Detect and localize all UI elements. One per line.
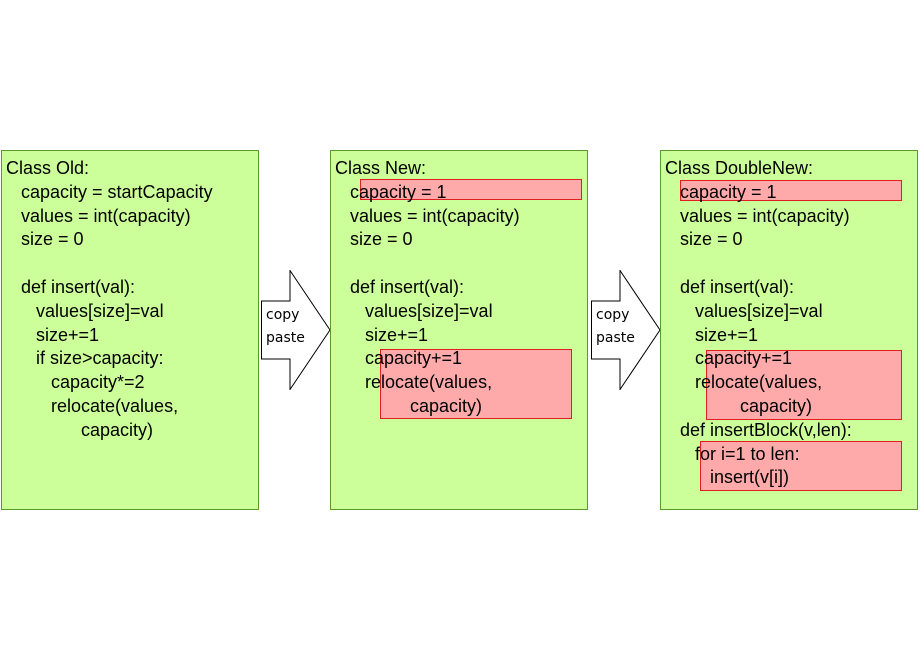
highlight-capacity-init <box>360 179 582 200</box>
code-block-new: Class New: capacity = 1 values = int(cap… <box>335 157 520 419</box>
arrow-right-icon <box>591 270 661 390</box>
highlight-insert-changes <box>706 350 902 420</box>
code-line: for i=1 to len: <box>665 443 800 464</box>
code-panel-doublenew: Class DoubleNew: capacity = 1 values = i… <box>660 150 918 510</box>
code-line: relocate(values, <box>665 372 823 393</box>
code-line: def insertBlock(v,len): <box>665 419 852 440</box>
code-line: capacity = startCapacity <box>6 181 213 202</box>
code-line: capacity+=1 <box>335 348 463 369</box>
code-line <box>665 252 852 276</box>
code-line: size = 0 <box>335 229 413 250</box>
code-line: size+=1 <box>665 324 759 345</box>
highlight-insert-changes <box>380 349 572 419</box>
arrow-label: copy paste <box>266 304 305 350</box>
arrow-label-paste: paste <box>596 330 635 346</box>
code-line: if size>capacity: <box>6 348 164 369</box>
code-line: insert(v[i]) <box>665 467 790 488</box>
code-line: size+=1 <box>6 324 100 345</box>
code-line: Class New: <box>335 158 427 178</box>
code-panel-old: Class Old: capacity = startCapacity valu… <box>1 150 259 510</box>
code-line: size = 0 <box>6 229 84 250</box>
code-line: relocate(values, <box>6 395 179 416</box>
code-line: values = int(capacity) <box>6 205 191 226</box>
code-line: Class Old: <box>6 158 90 178</box>
code-block-doublenew: Class DoubleNew: capacity = 1 values = i… <box>665 157 852 490</box>
code-block-old: Class Old: capacity = startCapacity valu… <box>6 157 213 443</box>
code-line: capacity = 1 <box>665 181 777 202</box>
code-line: capacity+=1 <box>665 348 793 369</box>
copy-paste-arrow: copy paste <box>261 270 331 390</box>
code-panel-new: Class New: capacity = 1 values = int(cap… <box>330 150 588 510</box>
code-line: values = int(capacity) <box>335 205 520 226</box>
copy-paste-arrow: copy paste <box>591 270 661 390</box>
highlight-insertblock <box>700 441 902 491</box>
code-line: def insert(val): <box>665 276 795 297</box>
code-line: values = int(capacity) <box>665 205 850 226</box>
code-line: values[size]=val <box>335 300 493 321</box>
code-line: values[size]=val <box>665 300 823 321</box>
arrow-label-copy: copy <box>266 307 300 323</box>
arrow-label-copy: copy <box>596 307 630 323</box>
code-line: def insert(val): <box>335 276 465 297</box>
code-line: relocate(values, <box>335 372 493 393</box>
code-line: capacity) <box>6 419 154 440</box>
arrow-label: copy paste <box>596 304 635 350</box>
code-line: size = 0 <box>665 229 743 250</box>
highlight-capacity-init <box>680 180 902 201</box>
code-line: capacity = 1 <box>335 181 447 202</box>
code-line: def insert(val): <box>6 276 136 297</box>
code-line: capacity*=2 <box>6 372 145 393</box>
code-line: values[size]=val <box>6 300 164 321</box>
code-line: Class DoubleNew: <box>665 158 814 178</box>
code-line: capacity) <box>335 395 483 416</box>
code-line <box>335 252 520 276</box>
code-line: capacity) <box>665 395 813 416</box>
arrow-right-icon <box>261 270 331 390</box>
code-line <box>6 252 213 276</box>
arrow-label-paste: paste <box>266 330 305 346</box>
code-line: size+=1 <box>335 324 429 345</box>
